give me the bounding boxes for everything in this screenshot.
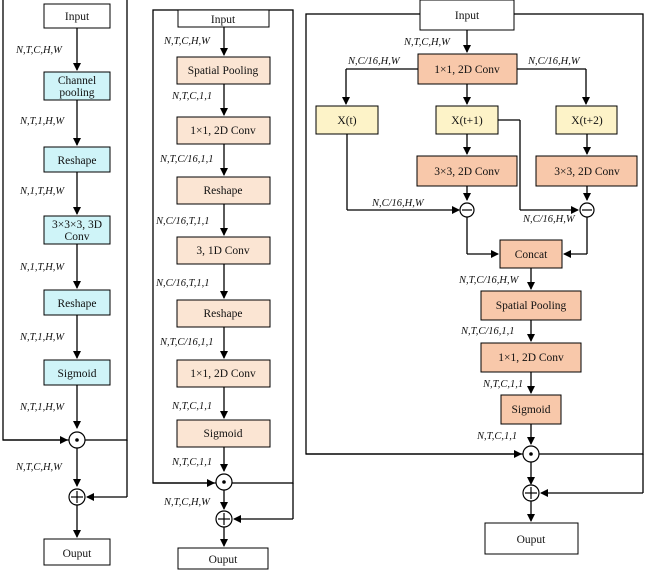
p2-conv2d-b-box bbox=[176, 359, 271, 388]
p2-dim-1: N,T,C,H,W bbox=[163, 36, 211, 47]
p1-channel-pooling-box bbox=[43, 71, 111, 101]
p1-input-label: Input bbox=[65, 11, 90, 23]
p3-conv2d-bottom-label: 1×1, 2D Conv bbox=[498, 352, 564, 364]
p2-spatial-pooling-label: Spatial Pooling bbox=[188, 65, 259, 77]
panel-3: Input N,T,C,H,W 1×1, 2D Conv N,C/16,H,W … bbox=[305, 0, 644, 555]
p2-conv2d-a-label: 1×1, 2D Conv bbox=[190, 125, 256, 137]
p1-dim-6: N,T,1,H,W bbox=[19, 402, 65, 413]
p3-input-box bbox=[419, 0, 515, 31]
p1-dim-4: N,1,T,H,W bbox=[19, 262, 65, 273]
p1-sigmoid-label: Sigmoid bbox=[58, 368, 97, 380]
p3-conv3x3-a-label: 3×3, 2D Conv bbox=[434, 166, 500, 178]
p2-dim-3: N,T,C/16,1,1 bbox=[159, 154, 213, 165]
p3-sigmoid-label: Sigmoid bbox=[512, 404, 551, 416]
p3-dim-left-branch: N,C/16,H,W bbox=[347, 56, 401, 67]
p3-dim-input: N,T,C,H,W bbox=[403, 37, 451, 48]
p2-sigmoid-label: Sigmoid bbox=[204, 428, 243, 440]
p2-dim-6: N,T,C/16,1,1 bbox=[159, 337, 213, 348]
p2-conv1d-label: 3, 1D Conv bbox=[196, 245, 250, 257]
p1-dim-3: N,1,T,H,W bbox=[19, 186, 65, 197]
p1-reshape-2-box bbox=[43, 289, 111, 316]
p1-output-label: Ouput bbox=[63, 548, 93, 560]
p1-output-box bbox=[43, 538, 111, 566]
p1-conv3d-label-2: Conv bbox=[65, 231, 90, 243]
p3-dim-right-branch: N,C/16,H,W bbox=[527, 56, 581, 67]
p2-conv1d-box bbox=[176, 236, 271, 265]
p1-conv3d-box bbox=[43, 215, 111, 245]
p3-xt1-label: X(t+1) bbox=[451, 115, 483, 127]
p3-input-label: Input bbox=[455, 10, 480, 22]
p2-conv2d-a-box bbox=[176, 116, 271, 145]
p3-spatial-pooling-box bbox=[480, 290, 582, 321]
p3-dim-sub2: N,C/16,H,W bbox=[522, 214, 576, 225]
p1-dim-7: N,T,C,H,W bbox=[15, 462, 63, 473]
p3-xt2-label: X(t+2) bbox=[571, 115, 603, 127]
p1-conv3d-label-1: 3×3×3, 3D bbox=[52, 219, 102, 231]
p2-dim-2: N,T,C,1,1 bbox=[171, 91, 212, 102]
p3-xt-box bbox=[315, 105, 379, 135]
p2-dim-4: N,C/16,T,1,1 bbox=[155, 216, 209, 227]
p1-channel-pooling-label-1: Channel bbox=[58, 75, 96, 87]
p1-reshape-2-label: Reshape bbox=[58, 298, 97, 310]
p2-dim-5: N,C/16,T,1,1 bbox=[155, 278, 209, 289]
p3-output-label: Ouput bbox=[517, 534, 547, 546]
p3-conv3x3-a-box bbox=[416, 155, 518, 187]
p3-conv2d-top-label: 1×1, 2D Conv bbox=[434, 64, 500, 76]
p2-output-box bbox=[177, 547, 269, 570]
p3-output-box bbox=[484, 522, 579, 555]
p3-dim-conv: N,T,C,1,1 bbox=[482, 379, 523, 390]
p1-dim-2: N,T,1,H,W bbox=[19, 116, 65, 127]
p2-reshape-2-box bbox=[176, 299, 271, 328]
p2-dim-9: N,T,C,H,W bbox=[163, 497, 211, 508]
p3-concat-label: Concat bbox=[515, 249, 548, 261]
p3-spatial-pooling-label: Spatial Pooling bbox=[496, 300, 567, 312]
p3-dim-sigmoid: N,T,C,1,1 bbox=[476, 431, 517, 442]
p1-reshape-1-label: Reshape bbox=[58, 155, 97, 167]
p2-output-label: Ouput bbox=[209, 554, 239, 566]
panel-1: Input N,T,C,H,W Channel pooling N,T,1,H,… bbox=[2, 0, 128, 566]
p3-dim-concat: N,T,C/16,H,W bbox=[458, 275, 520, 286]
p3-concat-box bbox=[499, 239, 563, 269]
p1-channel-pooling-label-2: pooling bbox=[59, 87, 94, 99]
p1-dim-5: N,T,1,H,W bbox=[19, 332, 65, 343]
p2-reshape-2-label: Reshape bbox=[204, 308, 243, 320]
p2-conv2d-b-label: 1×1, 2D Conv bbox=[190, 368, 256, 380]
p1-dim-1: N,T,C,H,W bbox=[15, 45, 63, 56]
p1-sigmoid-box bbox=[43, 359, 111, 386]
p3-conv3x3-b-box bbox=[535, 155, 638, 187]
p1-reshape-1-box bbox=[43, 146, 111, 173]
p2-dim-8: N,T,C,1,1 bbox=[171, 457, 212, 468]
p3-dim-sub1: N,C/16,H,W bbox=[371, 198, 425, 209]
panel-2: Input N,T,C,H,W Spatial Pooling N,T,C,1,… bbox=[152, 9, 294, 570]
p3-conv3x3-b-label: 3×3, 2D Conv bbox=[554, 166, 620, 178]
p3-xt-label: X(t) bbox=[337, 115, 356, 127]
p2-dim-7: N,T,C,1,1 bbox=[171, 401, 212, 412]
p2-reshape-1-box bbox=[176, 176, 271, 205]
p2-reshape-1-label: Reshape bbox=[204, 185, 243, 197]
p2-input-label: Input bbox=[211, 14, 236, 26]
p3-dim-pool: N,T,C/16,1,1 bbox=[460, 326, 514, 337]
